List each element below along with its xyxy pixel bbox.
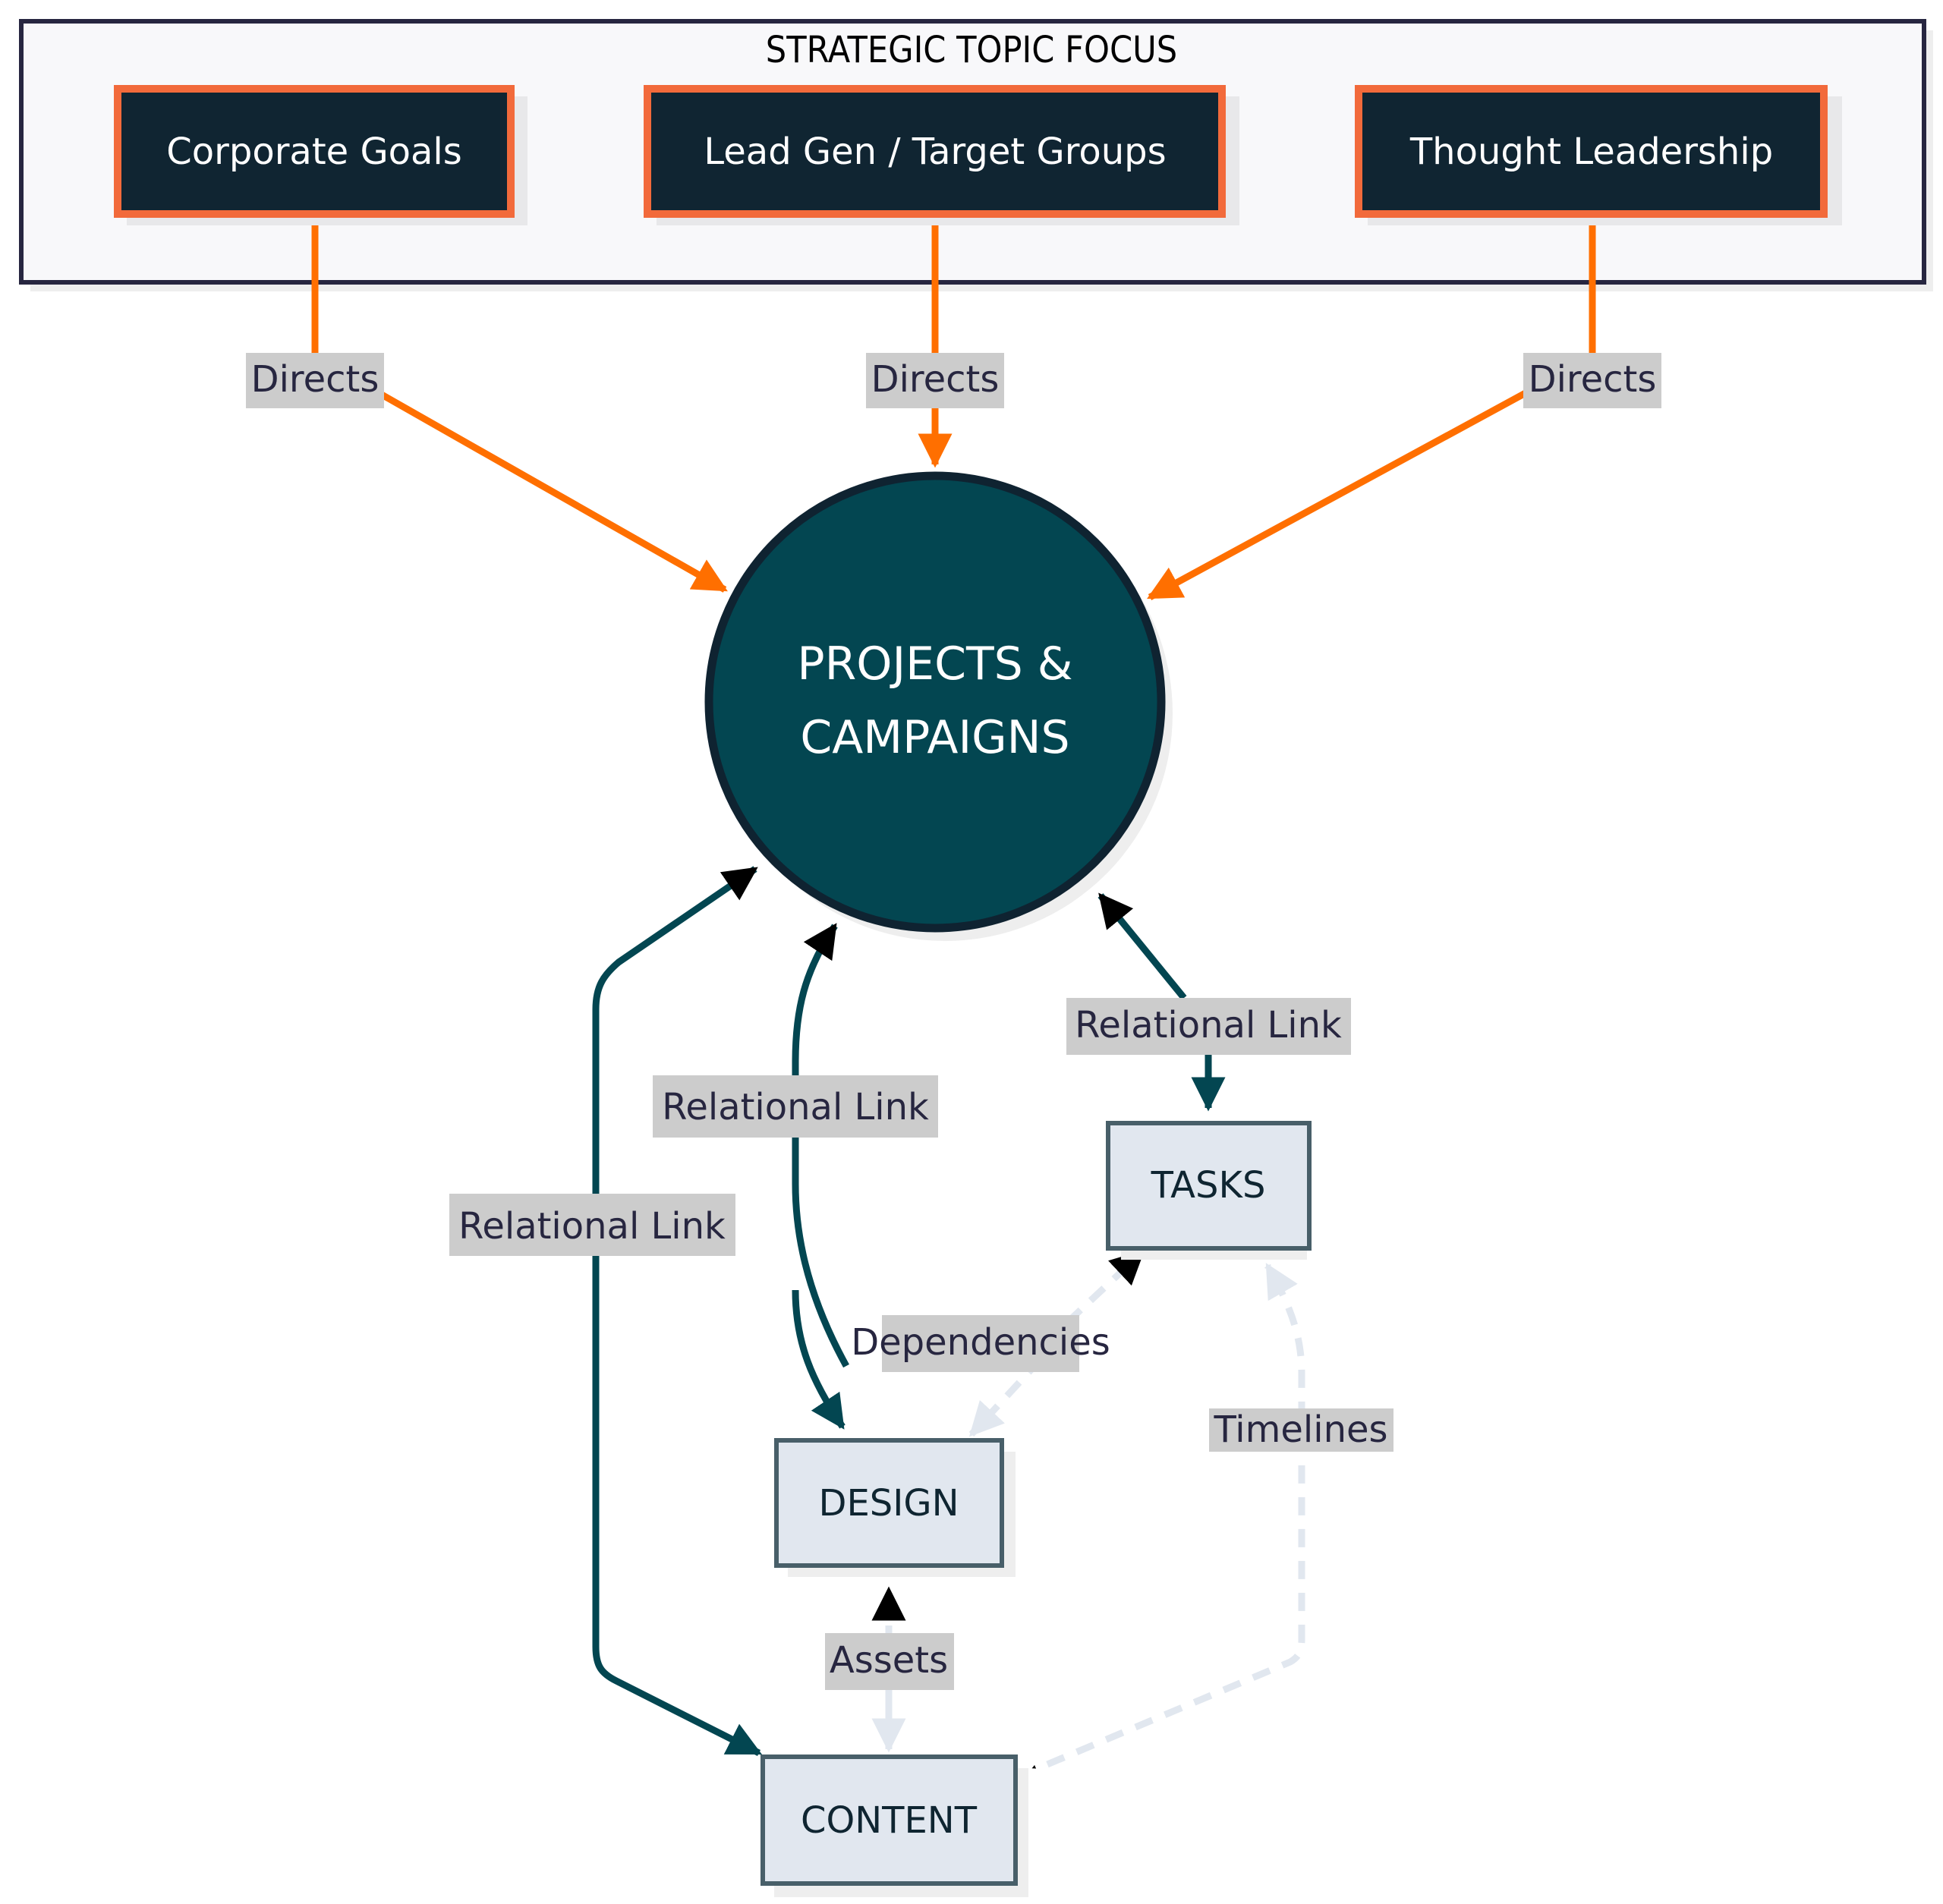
node-tasks[interactable]: TASKS — [1106, 1121, 1312, 1260]
label-text: Directs — [871, 358, 1000, 401]
node-design[interactable]: DESIGN — [774, 1438, 1016, 1577]
edge-tasks-to-projects — [1097, 892, 1187, 1000]
label-bg — [882, 1315, 1079, 1372]
label-bg — [1523, 353, 1661, 408]
edge-content-to-tasks — [1046, 1263, 1305, 1768]
node-lead-gen-target-groups[interactable]: Lead Gen / Target Groups — [644, 85, 1239, 225]
node-box — [1106, 1121, 1312, 1251]
label-timelines: Timelines — [1209, 1408, 1393, 1452]
cluster-title: STRATEGIC TOPIC FOCUS — [766, 29, 1177, 71]
edge-design-to-projects — [792, 923, 849, 1368]
label-relational-design: Relational Link — [653, 1075, 938, 1138]
node-label: Lead Gen / Target Groups — [704, 131, 1166, 173]
label-text: Assets — [830, 1639, 948, 1682]
label-relational-content: Relational Link — [449, 1194, 735, 1256]
label-text: Relational Link — [1075, 1004, 1342, 1046]
label-bg — [246, 353, 384, 408]
center-label-line2: CAMPAIGNS — [800, 711, 1069, 764]
label-text: Dependencies — [851, 1321, 1110, 1364]
edge-design-to-tasks — [1018, 1249, 1145, 1369]
label-bg — [1066, 998, 1351, 1055]
label-text: Timelines — [1213, 1408, 1387, 1451]
label-bg — [866, 353, 1004, 408]
label-directs-1: Directs — [246, 353, 384, 408]
label-assets: Assets — [825, 1633, 954, 1690]
node-box — [761, 1755, 1018, 1886]
center-label-line1: PROJECTS & — [797, 637, 1072, 691]
node-content[interactable]: CONTENT — [761, 1755, 1028, 1897]
label-bg — [825, 1633, 954, 1690]
label-text: Directs — [1529, 358, 1657, 401]
label-directs-3: Directs — [1523, 353, 1661, 408]
edge-tasks-to-design — [968, 1333, 1066, 1437]
label-relational-tasks: Relational Link — [1066, 998, 1351, 1055]
node-label: TASKS — [1151, 1164, 1266, 1207]
node-thought-leadership[interactable]: Thought Leadership — [1355, 85, 1842, 225]
edge-content-to-projects — [592, 866, 758, 1100]
node-label: DESIGN — [818, 1482, 959, 1525]
edge-tasks-to-content-head — [1031, 1764, 1037, 1769]
label-text: Directs — [251, 358, 379, 401]
node-projects-campaigns[interactable]: PROJECTS & CAMPAIGNS — [704, 471, 1173, 941]
node-box — [114, 85, 515, 218]
edge-projects-to-content — [592, 1100, 763, 1757]
label-text: Relational Link — [458, 1205, 726, 1248]
node-box — [1355, 85, 1828, 218]
label-bg — [449, 1194, 735, 1256]
label-text: Relational Link — [662, 1086, 929, 1128]
label-directs-2: Directs — [866, 353, 1004, 408]
node-label: Corporate Goals — [166, 131, 462, 173]
node-label: Thought Leadership — [1409, 131, 1773, 173]
label-dependencies: Dependencies — [851, 1315, 1110, 1372]
edge-projects-to-design — [792, 1289, 846, 1430]
node-box — [644, 85, 1226, 218]
label-bg — [653, 1075, 938, 1138]
node-corporate-goals[interactable]: Corporate Goals — [114, 85, 527, 225]
label-bg — [1209, 1408, 1393, 1452]
relational-edges — [592, 866, 1226, 1757]
node-label: CONTENT — [801, 1799, 978, 1842]
circle — [704, 471, 1166, 933]
node-box — [774, 1438, 1004, 1568]
